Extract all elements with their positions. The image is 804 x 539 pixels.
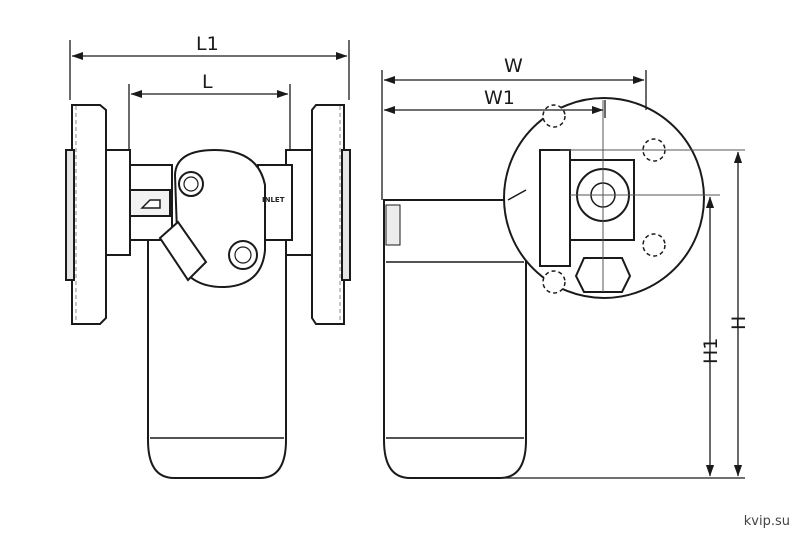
dim-label-w1: W1 (484, 87, 515, 109)
dimension-l1 (69, 40, 350, 100)
inlet-marking: INLET (262, 196, 285, 204)
left-neck (105, 149, 131, 256)
dim-label-h1: H1 (700, 338, 722, 364)
body-cylinder (147, 239, 287, 479)
dimension-w1 (383, 100, 606, 118)
dim-label-h: H (728, 316, 750, 330)
front-bolt-bottom (228, 240, 258, 270)
left-flange (71, 104, 107, 325)
watermark: kvip.su (743, 514, 790, 529)
left-flange-shade (65, 149, 75, 281)
front-bolt-top (178, 171, 204, 197)
dim-label-l1: L1 (196, 33, 219, 55)
dimension-w (381, 70, 647, 200)
side-view (383, 97, 745, 479)
dim-label-l: L (202, 71, 213, 93)
right-flange (311, 104, 345, 325)
dimension-l (128, 84, 291, 150)
dimension-h (500, 151, 745, 479)
side-body-cylinder (383, 199, 527, 479)
front-view (65, 104, 351, 479)
dim-label-w: W (504, 55, 523, 77)
